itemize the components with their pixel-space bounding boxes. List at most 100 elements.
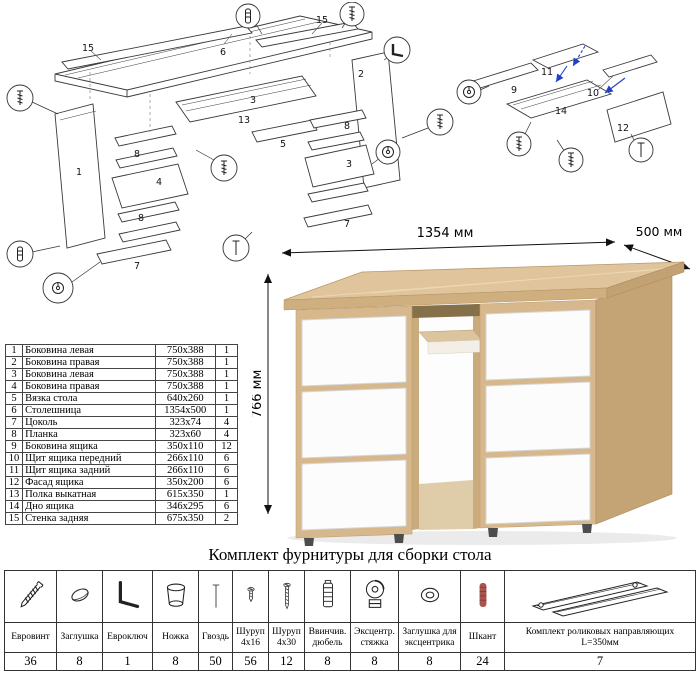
hardware-icon-cell [304,570,351,623]
part-name: Боковина ящика [22,440,156,454]
callout-screw [506,121,532,157]
depth-dimension-label: 500 мм [636,224,683,239]
part-size: 675x350 [154,512,216,526]
part-name: Дно ящика [22,500,156,514]
part-label: 3 [346,159,352,170]
drawer-back-panel-part [531,43,600,69]
hex-key-icon [118,581,139,609]
part-name: Столешница [22,404,156,418]
hardware-callouts [6,2,454,304]
part-label: 14 [555,106,567,117]
hardware-qty: 56 [232,652,269,671]
drawer-front [485,309,591,381]
under-top-shadow [412,304,480,318]
callout-cam [42,261,101,304]
part-size: 350x200 [154,476,216,490]
part-num: 4 [4,380,24,394]
width-dimension-arrow [281,238,616,257]
screw-4x16-icon [246,587,255,603]
hardware-name: Комплект роликовых направляющих L=350мм [504,622,696,653]
part-num: 3 [4,368,24,382]
leg-icon [166,583,185,607]
hardware-icon-cell [350,570,399,623]
gap-left-wall [412,306,419,530]
gap-right-wall [473,304,480,529]
part-size: 750x388 [154,343,216,358]
left-drawers [301,315,407,531]
hardware-icon-cell [460,570,505,623]
part-size: 615x350 [154,488,216,502]
hardware-name: Ввинчив. дюбель [304,622,351,653]
left-slats-parts [96,125,189,265]
part-label: 13 [238,115,250,126]
hardware-qty: 50 [198,652,233,671]
eccentric-cam-icon [365,579,384,608]
part-label: 8 [344,121,350,132]
drawer-front [485,453,591,525]
desk-body [283,261,685,546]
alignment-lines [89,36,331,132]
part-size: 350x110 [154,440,216,454]
drawer-assembly-diagram: 11 9 10 14 12 [456,43,672,173]
hardware-qty: 8 [152,652,199,671]
hardware-qty: 1 [102,652,153,671]
part-name: Щит ящика задний [22,464,156,478]
part-label: 8 [138,213,144,224]
callout-screw [401,108,454,139]
part-size: 323x60 [154,428,216,442]
part-number-labels: 11 9 10 14 12 [511,67,629,134]
part-size: 640x260 [154,392,216,406]
part-qty: 1 [214,368,239,382]
part-number-labels: 15 6 15 1 8 4 13 8 7 3 5 2 8 3 7 [76,15,364,272]
callout-nail [222,231,253,262]
part-qty: 4 [214,416,239,430]
left-side-panel-part [54,103,106,249]
part-label: 6 [220,47,226,58]
right-side-panel [595,273,673,525]
part-qty: 1 [214,404,239,418]
part-name: Планка [22,428,156,442]
part-size: 1354x500 [154,404,216,418]
rollout-shelf-part [175,75,317,123]
part-label: 11 [541,67,553,78]
part-num: 2 [4,356,24,370]
callout-cam [456,79,490,105]
exploded-desk-diagram: 15 6 15 1 8 4 13 8 7 3 5 2 8 3 7 [6,2,454,304]
assembly-direction-arrows [555,45,626,94]
part-label: 15 [316,15,328,26]
hardware-name: Гвоздь [198,622,233,653]
part-num: 1 [4,343,24,358]
part-size: 750x388 [154,368,216,382]
callout-cam [371,139,401,165]
part-num: 11 [4,464,24,478]
part-size: 266x110 [154,452,216,466]
hardware-table: Евровинт Заглушка Евроключ Ножка Гвоздь … [4,570,696,671]
hardware-qty: 24 [460,652,505,671]
part-label: 1 [76,167,82,178]
hardware-name: Евроключ [102,622,153,653]
hardware-names-row: Евровинт Заглушка Евроключ Ножка Гвоздь … [4,622,696,653]
hardware-name: Заглушка для эксцентрика [398,622,461,653]
hardware-kit-title: Комплект фурнитуры для сборки стола [208,545,492,564]
hardware-icon-cell [268,570,305,623]
hardware-name: Ножка [152,622,199,653]
keyboard-tray [418,329,483,355]
callout-screw [339,2,365,29]
part-label: 5 [280,139,286,150]
hardware-icon-cell [198,570,233,623]
part-name: Стенка задняя [22,512,156,526]
part-name: Боковина правая [22,380,156,394]
drawer-front [301,387,407,459]
drawer-bottom-part [505,79,613,119]
part-label: 7 [344,219,350,230]
part-num: 14 [4,500,24,514]
